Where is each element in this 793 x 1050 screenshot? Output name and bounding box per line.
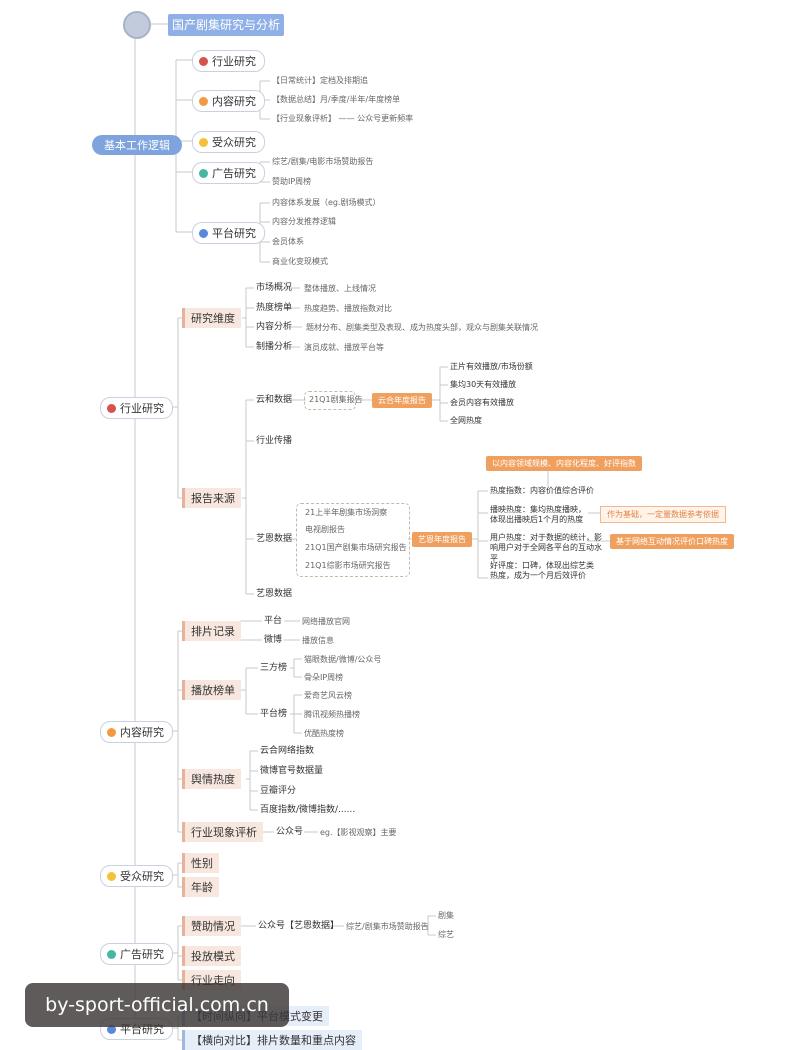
basic-content-leaf-1: 【日常统计】定档及排期追 bbox=[272, 76, 368, 85]
map-title[interactable]: 国产剧集研究与分析 bbox=[168, 14, 284, 36]
content-research-node[interactable]: 内容研究 bbox=[100, 721, 173, 743]
yien-data-node[interactable]: 艺恩数据 bbox=[256, 534, 293, 544]
public-buzz-node[interactable]: 舆情热度 bbox=[182, 769, 241, 789]
schedule-record-node[interactable]: 排片记录 bbox=[182, 621, 241, 641]
basic-platform-leaf-1: 内容体系发展（eg.剧场模式） bbox=[272, 198, 381, 207]
yunhe-report: 21Q1剧集报告 bbox=[309, 395, 363, 404]
report-sources-node[interactable]: 报告来源 bbox=[182, 488, 241, 508]
teal-marker-icon bbox=[199, 168, 208, 178]
dim-production: 制播分析 bbox=[256, 342, 293, 352]
dim-production-desc: 演员成就、播放平台等 bbox=[304, 343, 384, 352]
yellow-marker-icon bbox=[199, 137, 208, 147]
buzz-item-3: 豆瓣评分 bbox=[260, 786, 297, 796]
dim-market: 市场概况 bbox=[256, 283, 293, 293]
red-marker-icon bbox=[199, 56, 208, 66]
yien-point-1: 热度指数：内容价值综合评价 bbox=[490, 486, 594, 495]
schedule-platform-desc: 网络播放官网 bbox=[302, 617, 350, 626]
basic-ad-leaf-2: 赞助IP周榜 bbox=[272, 177, 312, 186]
industry-spread-node[interactable]: 行业传播 bbox=[256, 436, 293, 446]
phenomenon-review-node[interactable]: 行业现象评析 bbox=[182, 822, 263, 842]
platform-rank-1: 爱奇艺风云榜 bbox=[304, 691, 352, 700]
yien-point-2: 播映热度：集均热度播映，体现出播映后1个月的热度 bbox=[490, 505, 586, 525]
basic-content-leaf-3: 【行业现象评析】 —— 公众号更新频率 bbox=[272, 114, 414, 123]
schedule-weibo: 微博 bbox=[264, 635, 283, 645]
yien-report-3: 21Q1国产剧集市场研究报告 bbox=[305, 543, 407, 552]
basic-ad-leaf-1: 综艺/剧集/电影市场赞助报告 bbox=[272, 157, 374, 166]
sponsor-source: 公众号【艺恩数据】 bbox=[258, 921, 340, 931]
watermark-overlay: by-sport-official.com.cn bbox=[25, 983, 289, 1027]
third-party-rank: 三方榜 bbox=[260, 663, 288, 673]
buzz-item-4: 百度指数/微博指数/...... bbox=[260, 805, 356, 815]
root-node-circle[interactable] bbox=[123, 11, 151, 39]
yien-top-note: 以内容领域规模、内容化程度、好评指数 bbox=[486, 456, 642, 471]
basic-platform-leaf-3: 会员体系 bbox=[272, 237, 304, 246]
yunhe-report-box bbox=[304, 391, 356, 410]
dim-market-desc: 整体播放、上线情况 bbox=[304, 284, 376, 293]
yunhe-key-node[interactable]: 云合年度报告 bbox=[372, 393, 432, 408]
dim-content: 内容分析 bbox=[256, 322, 293, 332]
blue-marker-icon bbox=[107, 1024, 116, 1034]
buzz-item-2: 微博官号数据量 bbox=[260, 766, 324, 776]
third-party-rank-2: 骨朵IP周榜 bbox=[304, 673, 344, 682]
platform-horizontal-node[interactable]: 【横向对比】排片数量和重点内容 bbox=[182, 1030, 362, 1050]
basic-platform-leaf-2: 内容分发推荐逻辑 bbox=[272, 217, 336, 226]
third-party-rank-1: 猫眼数据/微博/公众号 bbox=[304, 655, 382, 664]
blue-marker-icon bbox=[199, 228, 208, 238]
platform-rank-3: 优酷热度榜 bbox=[304, 729, 344, 738]
yien-note-2: 基于网络互动情况评价口碑热度 bbox=[610, 534, 734, 549]
basic-platform-leaf-4: 商业化变现模式 bbox=[272, 257, 328, 266]
orange-marker-icon bbox=[107, 727, 116, 737]
yien-report-2: 电视剧报告 bbox=[305, 525, 345, 534]
yien-key-node[interactable]: 艺恩年度报告 bbox=[412, 532, 472, 547]
yien-point-3: 用户热度：对于数据的统计，影响用户对于全网各平台的互动水平 bbox=[490, 533, 602, 563]
yien-reports-box bbox=[296, 503, 410, 577]
basic-audience-node[interactable]: 受众研究 bbox=[192, 131, 265, 153]
basic-ad-node[interactable]: 广告研究 bbox=[192, 162, 265, 184]
audience-age[interactable]: 年龄 bbox=[182, 877, 219, 897]
phenomenon-desc: eg.【影视观察】主要 bbox=[320, 828, 397, 837]
ad-research-node[interactable]: 广告研究 bbox=[100, 943, 173, 965]
platform-rank: 平台榜 bbox=[260, 709, 288, 719]
basic-content-leaf-2: 【数据总结】月/季度/半年/年度榜单 bbox=[272, 95, 401, 104]
basic-industry-node[interactable]: 行业研究 bbox=[192, 50, 265, 72]
basic-logic-node[interactable]: 基本工作逻辑 bbox=[92, 135, 182, 155]
sponsor-drama: 剧集 bbox=[438, 911, 454, 920]
yiyi-data-node[interactable]: 艺恩数据 bbox=[256, 589, 293, 599]
platform-rank-2: 腾讯视频热播榜 bbox=[304, 710, 360, 719]
schedule-platform: 平台 bbox=[264, 616, 283, 626]
dim-rank: 热度榜单 bbox=[256, 303, 293, 313]
yien-report-4: 21Q1综影市场研究报告 bbox=[305, 561, 391, 570]
research-dimensions-node[interactable]: 研究维度 bbox=[182, 308, 241, 328]
yunhe-point-2: 集均30天有效播放 bbox=[450, 380, 517, 389]
ad-mode-node[interactable]: 投放模式 bbox=[182, 946, 241, 966]
sponsor-variety: 综艺 bbox=[438, 930, 454, 939]
play-ranking-node[interactable]: 播放榜单 bbox=[182, 680, 241, 700]
industry-research-node[interactable]: 行业研究 bbox=[100, 397, 173, 419]
phenomenon-wechat: 公众号 bbox=[276, 827, 304, 837]
yunhe-point-1: 正片有效播放/市场份额 bbox=[450, 362, 533, 371]
audience-research-node[interactable]: 受众研究 bbox=[100, 865, 173, 887]
yellow-marker-icon bbox=[107, 871, 116, 881]
yien-report-1: 21上半年剧集市场洞察 bbox=[305, 508, 388, 517]
yien-point-4: 好评度：口碑，体现出综艺类热度，成为一个月后效评价 bbox=[490, 561, 594, 581]
teal-marker-icon bbox=[107, 949, 116, 959]
dim-content-desc: 题材分布、剧集类型及表现、成为热度头部，观众与剧集关联情况 bbox=[306, 323, 538, 332]
sponsor-desc: 综艺/剧集市场赞助报告 bbox=[346, 922, 429, 931]
schedule-weibo-desc: 播放信息 bbox=[302, 636, 334, 645]
basic-content-node[interactable]: 内容研究 bbox=[192, 90, 265, 112]
sponsor-node[interactable]: 赞助情况 bbox=[182, 916, 241, 936]
buzz-item-1: 云合网络指数 bbox=[260, 746, 315, 756]
red-marker-icon bbox=[107, 403, 116, 413]
dim-rank-desc: 热度趋势、播放指数对比 bbox=[304, 304, 392, 313]
audience-gender[interactable]: 性别 bbox=[182, 853, 219, 873]
yunhe-point-4: 全网热度 bbox=[450, 416, 482, 425]
yien-note-1: 作为基础，一定量数据参考依据 bbox=[600, 506, 726, 523]
yunhe-data-node[interactable]: 云和数据 bbox=[256, 395, 293, 405]
orange-marker-icon bbox=[199, 96, 208, 106]
basic-platform-node[interactable]: 平台研究 bbox=[192, 222, 265, 244]
yunhe-point-3: 会员内容有效播放 bbox=[450, 398, 514, 407]
